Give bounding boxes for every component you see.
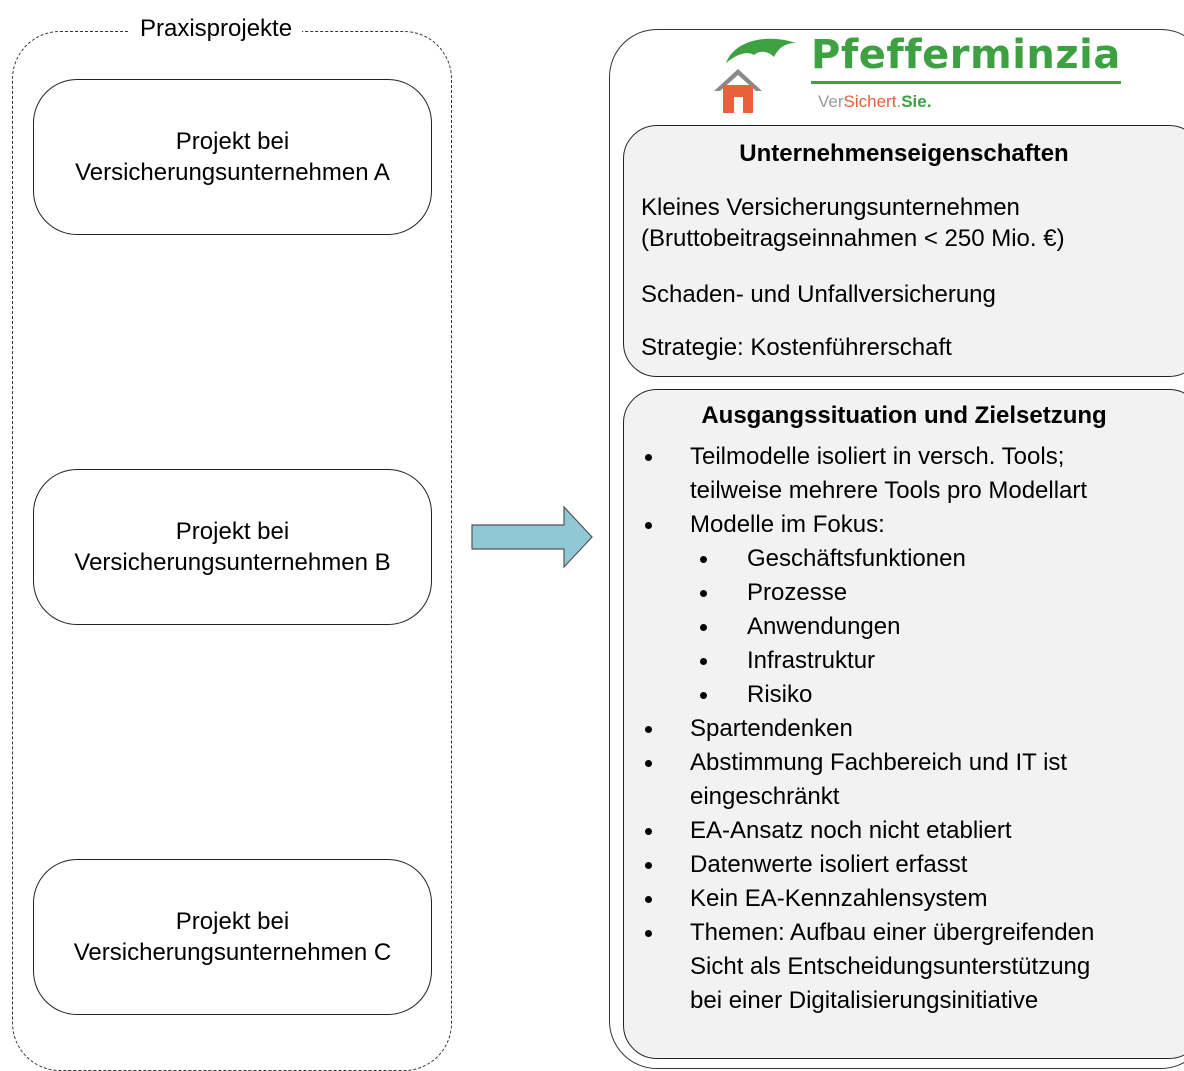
bullet-dot — [645, 522, 652, 529]
bullet-dot — [645, 896, 652, 903]
project-a-line1: Projekt bei — [175, 128, 290, 155]
situation-title: Ausgangssituation und Zielsetzung — [701, 402, 1107, 429]
sub-bullet-dot — [700, 590, 707, 597]
property-size-line1: Kleines Versicherungsunternehmen — [641, 194, 1020, 221]
sub-bullet-dot — [700, 658, 707, 665]
bullet-dot — [645, 760, 652, 767]
pfefferminzia-logo: Pfefferminzia VerSichert.Sie. — [712, 32, 1121, 115]
sub-bullet-text: Risiko — [747, 681, 813, 708]
bullet-text: Datenwerte isoliert erfasst — [690, 851, 968, 878]
project-b-box: Projekt bei Versicherungsunternehmen B — [33, 469, 432, 625]
bullet-text: eingeschränkt — [690, 783, 840, 810]
sub-bullet-text: Anwendungen — [747, 613, 901, 640]
sub-bullet-dot — [700, 624, 707, 631]
project-a-line2: Versicherungsunternehmen A — [75, 159, 390, 186]
logo-tagline: VerSichert.Sie. — [818, 91, 931, 113]
tagline-sichert: Sichert — [843, 92, 897, 111]
bullet-text: Sicht als Entscheidungsunterstützung — [690, 953, 1091, 980]
property-strategy: Strategie: Kostenführerschaft — [641, 334, 952, 361]
bullet-dot — [645, 862, 652, 869]
bullet-text: Abstimmung Fachbereich und IT ist — [690, 749, 1068, 776]
project-b-line1: Projekt bei — [175, 518, 290, 545]
sub-bullet-text: Geschäftsfunktionen — [747, 545, 966, 572]
company-properties-panel: Unternehmenseigenschaften Kleines Versic… — [623, 125, 1184, 377]
sub-bullet-text: Prozesse — [747, 579, 848, 606]
project-c-box: Projekt bei Versicherungsunternehmen C — [33, 859, 432, 1015]
bullet-dot — [645, 454, 652, 461]
right-arrow-icon — [471, 505, 593, 569]
bullet-text: EA-Ansatz noch nicht etabliert — [690, 817, 1012, 844]
bullet-text: bei einer Digitalisierungsinitiative — [690, 987, 1039, 1014]
project-b-line2: Versicherungsunternehmen B — [74, 549, 391, 576]
bullet-text: Spartendenken — [690, 715, 853, 742]
property-size-line2: (Bruttobeitragseinnahmen < 250 Mio. €) — [641, 225, 1065, 252]
tagline-ver: Ver — [818, 92, 844, 111]
sub-bullet-dot — [700, 556, 707, 563]
umbrella-house-icon — [714, 38, 796, 113]
situation-panel: Ausgangssituation und Zielsetzung Teilmo… — [623, 389, 1184, 1059]
sub-bullet-dot — [700, 692, 707, 699]
project-c-line1: Projekt bei — [175, 908, 290, 935]
bullet-text: Themen: Aufbau einer übergreifenden — [690, 919, 1095, 946]
project-c-line2: Versicherungsunternehmen C — [73, 939, 392, 966]
project-a-box: Projekt bei Versicherungsunternehmen A — [33, 79, 432, 235]
property-line-of-business: Schaden- und Unfallversicherung — [641, 281, 996, 308]
bullet-text: teilweise mehrere Tools pro Modellart — [690, 477, 1088, 504]
bullet-text: Kein EA-Kennzahlensystem — [690, 885, 988, 912]
praxisprojekte-title: Praxisprojekte — [130, 14, 303, 44]
bullet-dot — [645, 726, 652, 733]
company-properties-title: Unternehmenseigenschaften — [739, 140, 1069, 167]
sub-bullet-text: Infrastruktur — [747, 647, 876, 674]
tagline-sie: Sie. — [901, 92, 932, 111]
logo-name: Pfefferminzia — [811, 29, 1121, 84]
bullet-text: Modelle im Fokus: — [690, 511, 885, 538]
tagline-dot: . — [896, 92, 902, 111]
bullet-dot — [645, 828, 652, 835]
bullet-text: Teilmodelle isoliert in versch. Tools; — [690, 443, 1065, 470]
bullet-dot — [645, 930, 652, 937]
